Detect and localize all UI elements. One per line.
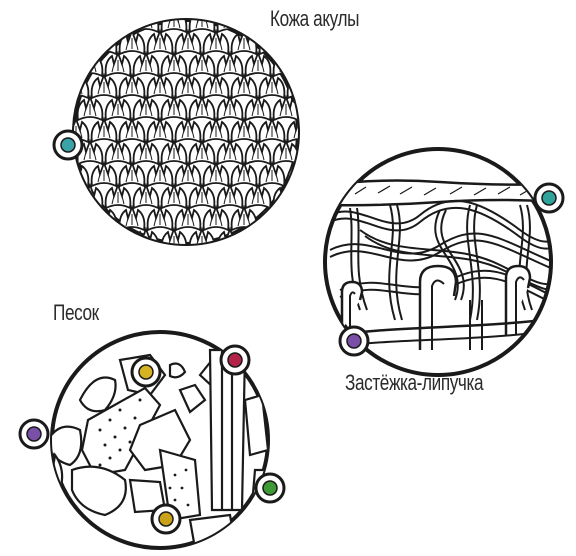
shark-scale — [246, 9, 271, 32]
shark-scale-ridge — [308, 104, 320, 116]
shark-scale-ridge — [294, 170, 306, 182]
shark-scale-ridge — [294, 82, 306, 94]
shark-scale-ridge — [266, 38, 278, 50]
shark-scale — [288, 75, 313, 98]
shark-scale-ridge — [70, 214, 82, 226]
shark-scale — [316, 119, 341, 142]
shark-scale-ridge — [322, 126, 334, 138]
shark-scale-ridge — [70, 38, 82, 50]
shark-scale-ridge — [112, 16, 124, 28]
shark-scale-ridge — [280, 236, 292, 248]
shark-scale — [64, 75, 89, 98]
shark-scale-ridge — [322, 82, 334, 94]
shark-scale — [316, 163, 341, 186]
shark-skin-circle — [50, 9, 341, 252]
shark-scale — [106, 9, 131, 32]
shark-scale-ridge — [266, 214, 278, 226]
shark-scale-ridge — [252, 236, 264, 248]
shark-scale — [50, 185, 75, 208]
shark-scale-ridge — [280, 192, 292, 204]
shark-scale — [302, 53, 327, 76]
sand-marker-purple — [20, 420, 48, 448]
shark-scale-ridge — [56, 236, 68, 248]
velcro-bottom-marker — [340, 327, 368, 355]
shark-scale — [134, 9, 159, 32]
sand-marker-gold — [152, 505, 180, 533]
shark-scale-ridge — [322, 38, 334, 50]
shark-scale — [50, 229, 75, 252]
shark-scale — [288, 31, 313, 54]
shark-scale — [92, 31, 117, 54]
shark-scale — [50, 9, 75, 32]
shark-scale-ridge — [56, 16, 68, 28]
sand-marker-yellow — [132, 358, 160, 386]
velcro-top-marker — [535, 184, 563, 212]
shark-scale — [316, 31, 341, 54]
shark-scale-ridge — [280, 60, 292, 72]
shark-scale — [302, 141, 327, 164]
shark-scale — [78, 9, 103, 32]
shark-scale — [78, 229, 103, 252]
shark-scale-ridge — [56, 104, 68, 116]
shark-scale-ridge — [56, 192, 68, 204]
shark-scale-ridge — [294, 214, 306, 226]
shark-scale — [246, 229, 271, 252]
label-velcro: Застёжка-липучка — [345, 370, 483, 396]
shark-scale — [50, 97, 75, 120]
label-sand: Песок — [53, 300, 99, 326]
shark-scale-ridge — [308, 192, 320, 204]
shark-scale — [106, 229, 131, 252]
shark-scale-ridge — [252, 16, 264, 28]
sand-marker-red — [221, 346, 249, 374]
shark-scale — [64, 31, 89, 54]
shark-scale-ridge — [56, 60, 68, 72]
shark-scale — [302, 97, 327, 120]
shark-scale — [64, 207, 89, 230]
shark-scale — [288, 207, 313, 230]
shark-scale — [302, 185, 327, 208]
shark-scale-ridge — [322, 170, 334, 182]
sand-marker-green — [256, 474, 284, 502]
shark-scale — [274, 229, 299, 252]
shark-scales — [50, 9, 341, 252]
shark-scale-ridge — [308, 148, 320, 160]
shark-scale-ridge — [84, 16, 96, 28]
shark-scale-ridge — [98, 38, 110, 50]
shark-scale-ridge — [308, 60, 320, 72]
shark-scale-ridge — [98, 214, 110, 226]
shark-scale — [302, 229, 327, 252]
shark-scale — [50, 53, 75, 76]
label-shark-skin: Кожа акулы — [270, 6, 359, 32]
shark-scale-ridge — [84, 236, 96, 248]
shark-marker — [54, 131, 82, 159]
shark-scale-ridge — [294, 38, 306, 50]
shark-scale — [316, 75, 341, 98]
shark-scale-ridge — [112, 236, 124, 248]
shark-scale-ridge — [308, 236, 320, 248]
